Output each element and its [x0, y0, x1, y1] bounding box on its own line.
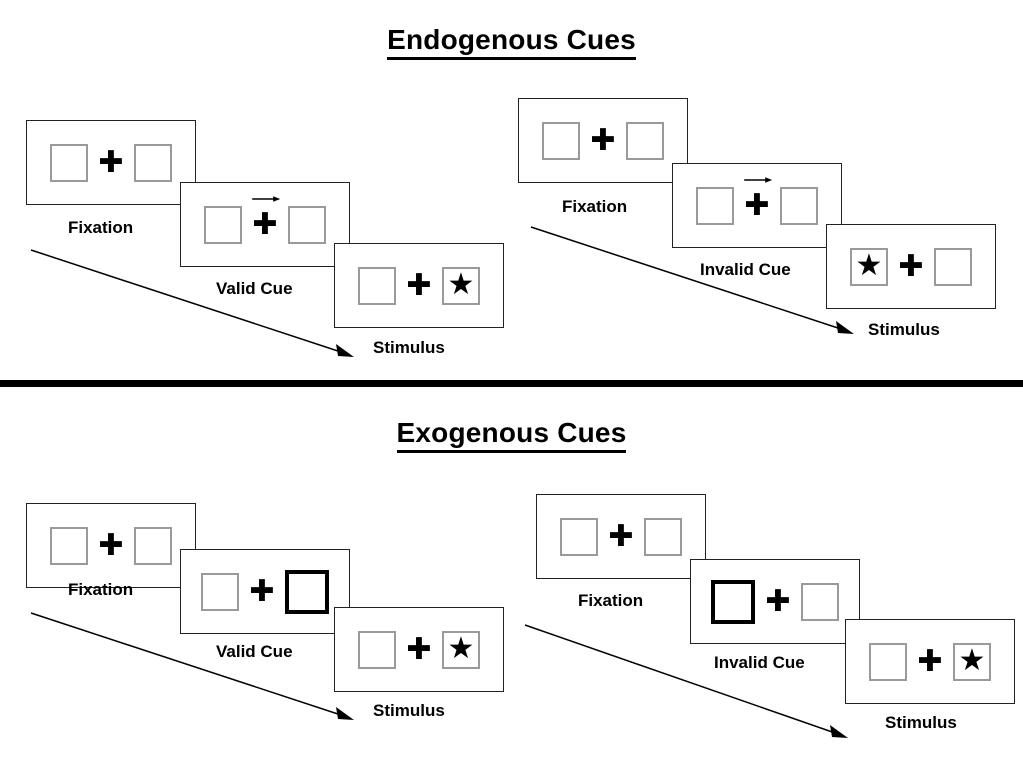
fixation-cross-icon: ✚ [917, 643, 943, 679]
caption-exogenous-invalid-fixation: Fixation [578, 591, 644, 610]
box-left [696, 186, 734, 225]
box-right [134, 526, 172, 565]
fixation-cross-icon: ✚ [898, 248, 924, 284]
box-right [644, 517, 682, 556]
fixation-cross-icon: ✚ [744, 187, 770, 223]
fixation-cross-icon: ✚ [590, 122, 616, 158]
fixation-center: ✚ [580, 122, 626, 158]
panel-endogenous-invalid-stimulus: ★ ✚ [826, 224, 996, 309]
arrow-right-cue-icon [252, 195, 281, 202]
fixation-center: ✚ [734, 176, 780, 223]
fixation-center: ✚ [88, 144, 134, 180]
box-left [358, 630, 396, 669]
box-left [204, 205, 242, 244]
box-right [288, 205, 326, 244]
box-right: ★ [442, 266, 480, 305]
panel-exogenous-valid-fixation: ✚ [26, 503, 196, 588]
box-right-highlighted [285, 569, 329, 614]
fixation-center: ✚ [239, 573, 285, 609]
fixation-cross-icon: ✚ [252, 206, 278, 242]
caption-endogenous-valid-fixation: Fixation [68, 218, 134, 237]
box-left [50, 143, 88, 182]
caption-endogenous-valid-stimulus: Stimulus [373, 338, 445, 357]
box-right: ★ [953, 642, 991, 681]
box-right [134, 143, 172, 182]
section-title-endogenous: Endogenous Cues [0, 24, 1023, 60]
fixation-center: ✚ [396, 267, 442, 303]
box-left: ★ [850, 247, 888, 286]
fixation-center: ✚ [242, 195, 288, 242]
fixation-cross-icon: ✚ [98, 144, 124, 180]
caption-exogenous-invalid-cue: Invalid Cue [714, 653, 805, 672]
fixation-center: ✚ [598, 518, 644, 554]
box-left [50, 526, 88, 565]
caption-exogenous-invalid-stimulus: Stimulus [885, 713, 957, 732]
fixation-cross-icon: ✚ [765, 583, 791, 619]
box-right: ★ [442, 630, 480, 669]
box-left [201, 572, 239, 611]
section-title-exogenous: Exogenous Cues [0, 417, 1023, 453]
box-left [542, 121, 580, 160]
panel-endogenous-invalid-fixation: ✚ [518, 98, 688, 183]
section-title-exogenous-text: Exogenous Cues [396, 417, 627, 453]
panel-exogenous-valid-cue: ✚ [180, 549, 350, 634]
star-icon: ★ [447, 631, 475, 665]
fixation-center: ✚ [755, 583, 801, 619]
caption-endogenous-invalid-stimulus: Stimulus [868, 320, 940, 339]
caption-exogenous-valid-stimulus: Stimulus [373, 701, 445, 720]
panel-exogenous-invalid-cue: ✚ [690, 559, 860, 644]
box-right [801, 582, 839, 621]
fixation-cross-icon: ✚ [608, 518, 634, 554]
panel-exogenous-invalid-stimulus: ✚ ★ [845, 619, 1015, 704]
panel-endogenous-invalid-cue: ✚ [672, 163, 842, 248]
star-icon: ★ [855, 248, 883, 282]
panel-exogenous-invalid-fixation: ✚ [536, 494, 706, 579]
star-icon: ★ [958, 643, 986, 677]
section-divider [0, 380, 1023, 387]
fixation-center: ✚ [888, 248, 934, 284]
fixation-center: ✚ [396, 631, 442, 667]
box-left [358, 266, 396, 305]
panel-exogenous-valid-stimulus: ✚ ★ [334, 607, 504, 692]
fixation-center: ✚ [907, 643, 953, 679]
box-right [780, 186, 818, 225]
caption-exogenous-valid-cue: Valid Cue [216, 642, 293, 661]
fixation-cross-icon: ✚ [249, 573, 275, 609]
panel-endogenous-valid-fixation: ✚ [26, 120, 196, 205]
fixation-center: ✚ [88, 527, 134, 563]
box-left [560, 517, 598, 556]
section-title-endogenous-text: Endogenous Cues [387, 24, 636, 60]
star-icon: ★ [447, 267, 475, 301]
caption-endogenous-invalid-cue: Invalid Cue [700, 260, 791, 279]
fixation-cross-icon: ✚ [406, 267, 432, 303]
box-right [934, 247, 972, 286]
caption-exogenous-valid-fixation: Fixation [68, 580, 134, 599]
box-right [626, 121, 664, 160]
caption-endogenous-invalid-fixation: Fixation [562, 197, 628, 216]
panel-endogenous-valid-stimulus: ✚ ★ [334, 243, 504, 328]
caption-endogenous-valid-cue: Valid Cue [216, 279, 293, 298]
panel-endogenous-valid-cue: ✚ [180, 182, 350, 267]
fixation-cross-icon: ✚ [406, 631, 432, 667]
box-left-highlighted [711, 579, 755, 624]
box-left [869, 642, 907, 681]
fixation-cross-icon: ✚ [98, 527, 124, 563]
arrow-right-cue-icon [744, 176, 773, 183]
